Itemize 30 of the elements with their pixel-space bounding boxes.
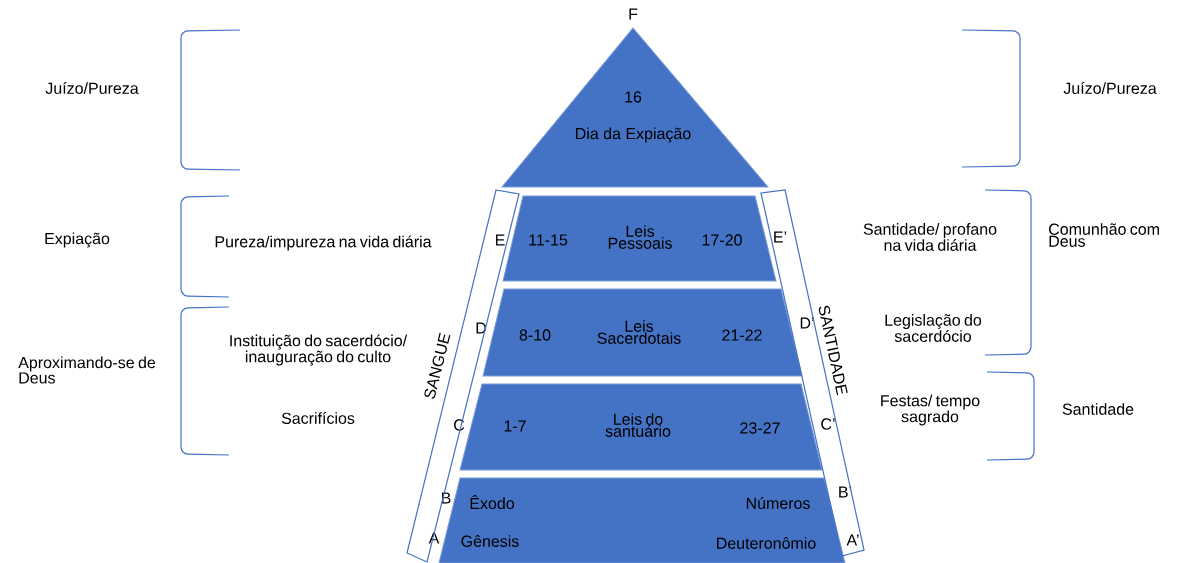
tier-letter: A’ <box>846 534 859 546</box>
pyramid-top: 16 Dia da Expiação <box>501 27 769 188</box>
node-label: Gênesis <box>461 535 519 547</box>
tier-letter: E’ <box>774 231 787 243</box>
tier-letter: C <box>454 419 465 431</box>
side-label: Santidade <box>1062 403 1134 415</box>
side-label: Legislação do sacerdócio <box>885 314 982 342</box>
tier-letter: C’ <box>821 418 835 430</box>
side-label: Santidade/ profano na vida diária <box>863 223 997 251</box>
node-label: 21-22 <box>722 329 762 341</box>
tier-letter: D’ <box>800 317 814 329</box>
tier-letter: B’ <box>839 486 852 498</box>
node-label: Leis Pessoais <box>608 225 672 249</box>
tier-letter: E <box>496 234 505 246</box>
node-label: 8-10 <box>519 329 551 341</box>
side-label: Comunhão com Deus <box>1049 223 1159 247</box>
side-label: Juízo/Pureza <box>1063 82 1157 94</box>
tier-letter: F <box>629 8 638 20</box>
node-label: Êxodo <box>470 494 515 510</box>
side-label: Juízo/Pureza <box>45 82 139 94</box>
side-label: Festas/ tempo sagrado <box>881 394 980 426</box>
side-label: Sacrifícios <box>281 412 355 424</box>
side-label: Aproximando-se de Deus <box>18 356 156 384</box>
tier-letter: A <box>428 532 440 544</box>
node-label: Leis do santuário <box>605 413 671 437</box>
tier-letter: B <box>442 492 451 504</box>
node-label: Leis Sacerdotais <box>597 320 681 344</box>
node-label: 11-15 <box>529 234 568 246</box>
node-label: 17-20 <box>702 234 742 246</box>
side-label: Expiação <box>45 232 110 248</box>
